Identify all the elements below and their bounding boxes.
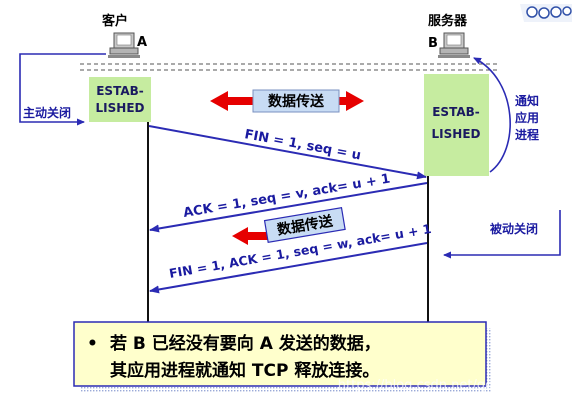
server-state-line1: ESTAB- <box>432 105 480 119</box>
notify-app-line1: 通知 <box>515 93 539 108</box>
data-transfer-mid-box <box>263 207 346 243</box>
client-state-line1: ESTAB- <box>96 84 144 98</box>
client-state-line2: LISHED <box>96 101 145 115</box>
data-transfer-top-box <box>252 89 340 113</box>
server-letter: B <box>428 36 438 51</box>
client-state-box <box>89 77 151 122</box>
ack-label: ACK = 1, seq = v, ack= u + 1 <box>182 172 391 221</box>
server-computer-icon <box>438 32 470 58</box>
note-box <box>73 321 487 387</box>
ack-arrow <box>149 182 428 233</box>
note-line1: 若 B 已经没有要向 A 发送的数据， <box>109 333 381 354</box>
server-name: 服务器 <box>428 13 468 29</box>
note-bullet: • <box>87 334 98 354</box>
notify-app-curve <box>473 57 511 173</box>
data-transfer-top-label: 数据传送 <box>268 93 325 110</box>
fin1-arrow <box>148 125 427 180</box>
client-name: 客户 <box>102 13 128 29</box>
data-transfer-left-arrow <box>232 227 270 245</box>
active-close-label: 主动关闭 <box>23 105 71 120</box>
server-state-line2: LISHED <box>432 127 481 141</box>
client-letter: A <box>137 35 147 50</box>
passive-close-connector <box>443 210 561 259</box>
notify-app-line3: 进程 <box>515 127 539 142</box>
watermark-text: https://blog.csdn.net/qq_42322103 <box>338 378 566 393</box>
client-computer-icon <box>108 32 140 58</box>
data-transfer-mid-group: 数据传送 <box>263 207 346 243</box>
note-line2: 其应用进程就通知 TCP 释放连接。 <box>110 360 379 381</box>
fin2-arrow <box>149 242 428 294</box>
corner-logo-icon <box>520 4 572 22</box>
server-state-box <box>424 74 489 176</box>
passive-close-label: 被动关闭 <box>490 221 538 236</box>
notify-app-line2: 应用 <box>515 110 539 125</box>
fin1-label: FIN = 1, seq = u <box>243 127 362 163</box>
active-close-connector <box>19 53 106 126</box>
